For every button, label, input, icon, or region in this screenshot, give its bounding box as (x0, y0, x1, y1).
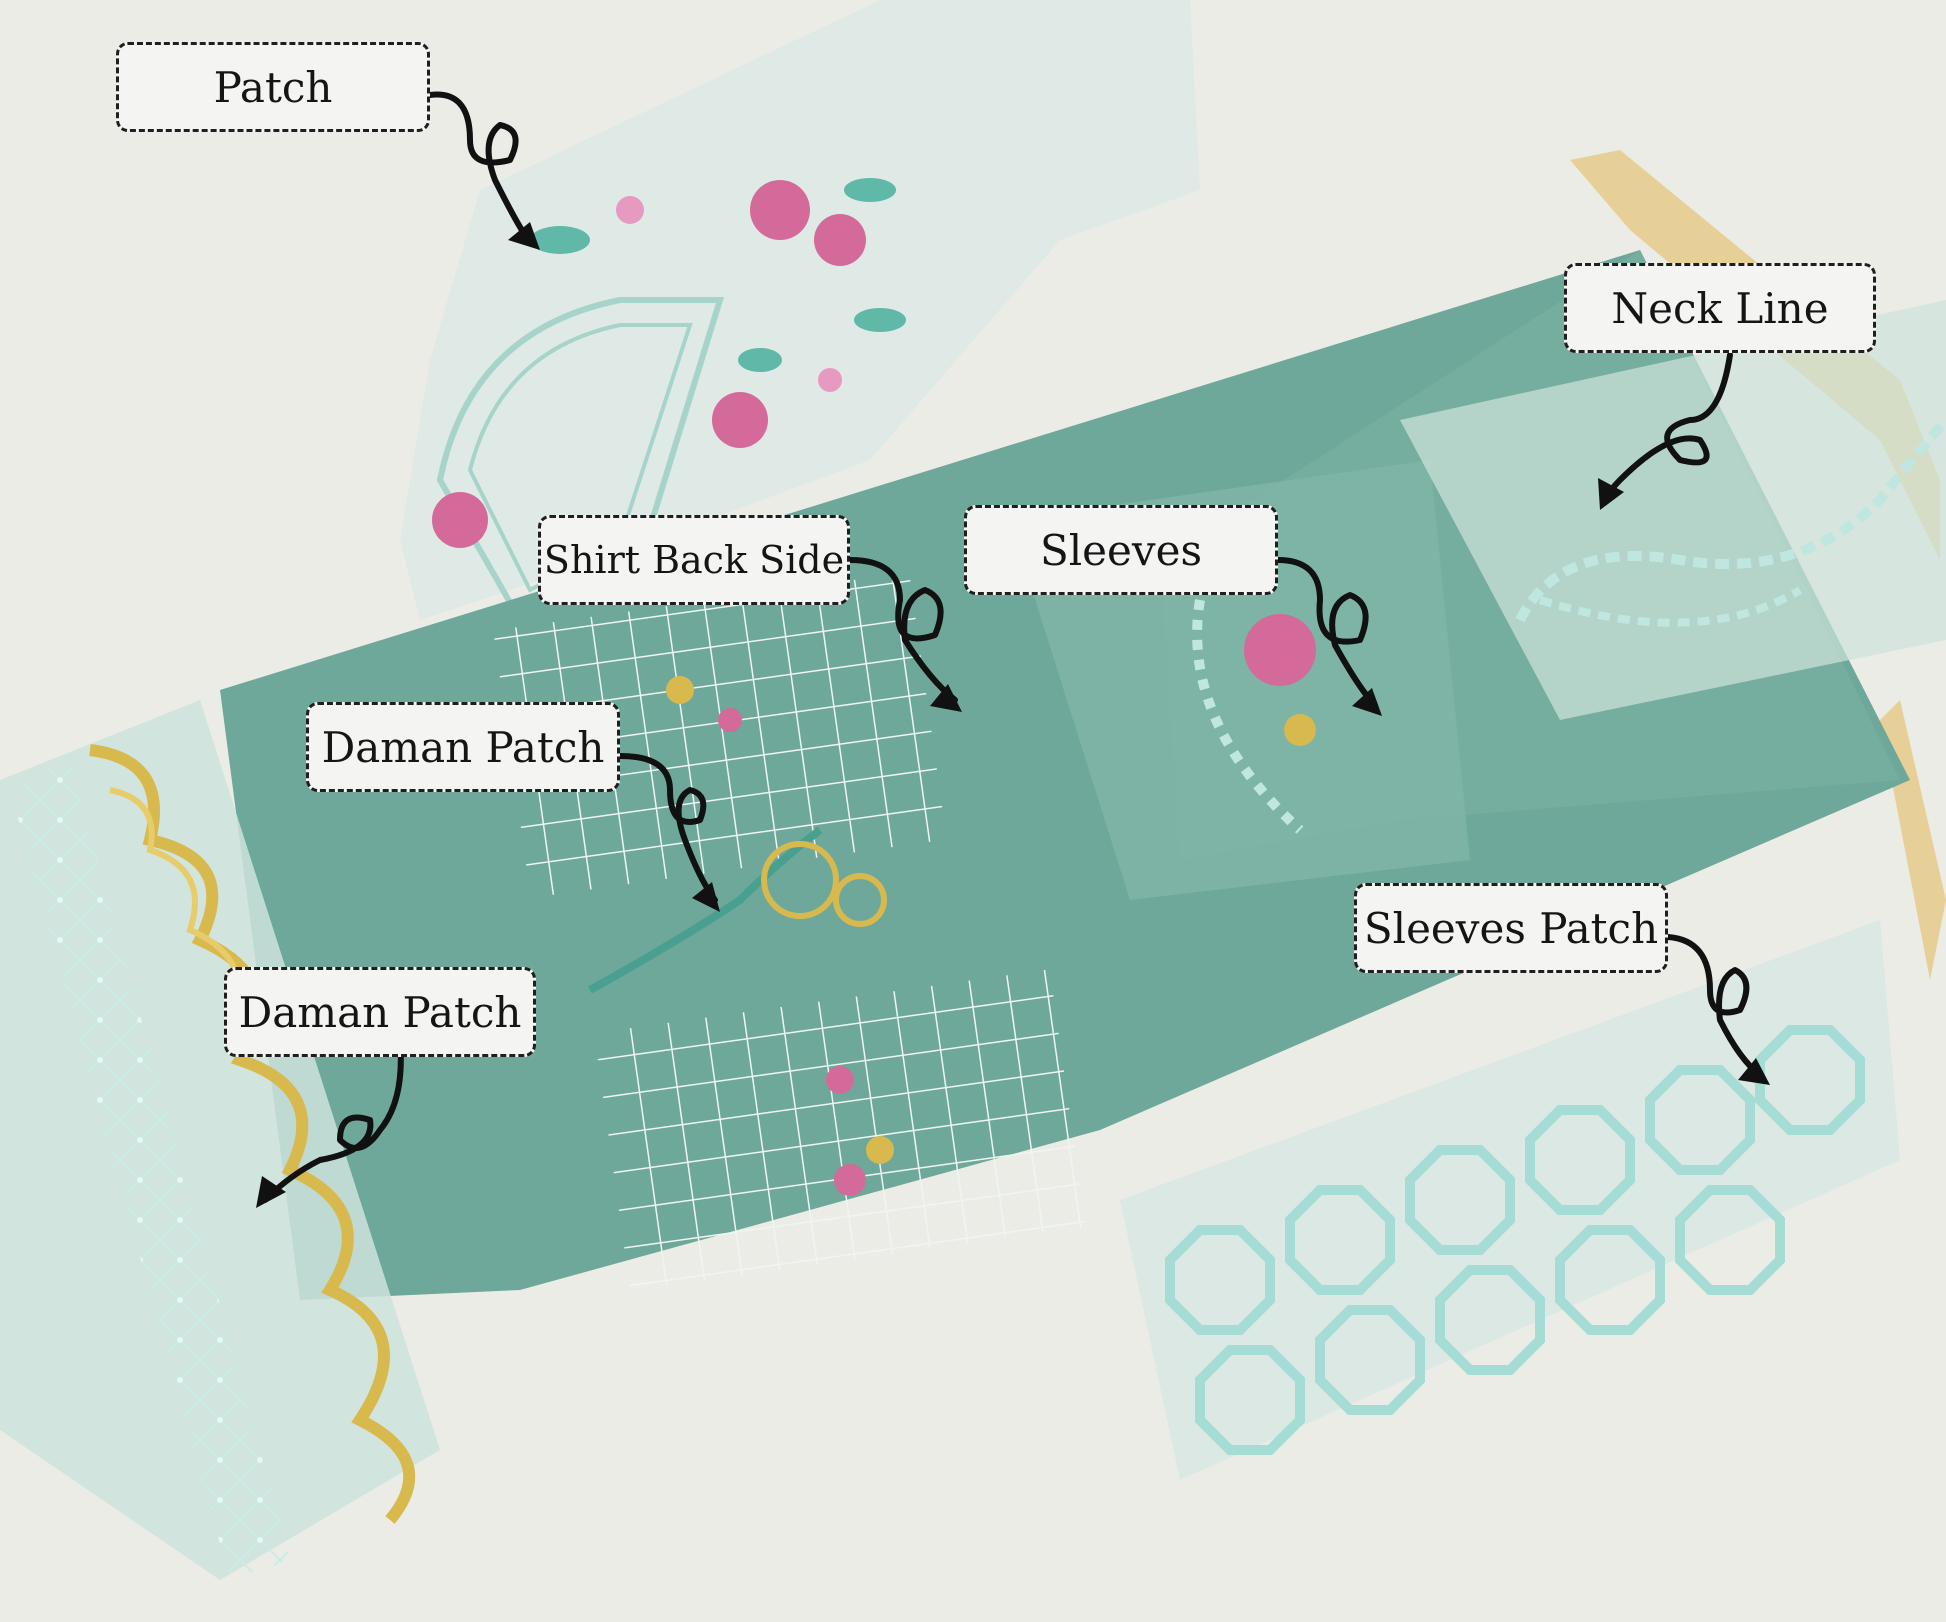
arrow-daman-bottom (262, 1037, 404, 1203)
arrow-sleeves (1275, 557, 1378, 708)
shirt-back-embroidery (493, 572, 1086, 1291)
arrow-neck-line (1602, 352, 1733, 503)
label-shirt-back-side: Shirt Back Side (538, 515, 850, 605)
daman-organza-strip (0, 700, 440, 1580)
label-sleeves: Sleeves (964, 505, 1278, 595)
label-daman-patch-top: Daman Patch (306, 702, 620, 792)
arrow-daman-top (617, 753, 718, 903)
patch-flowers (432, 178, 906, 548)
sleeves-embroidery (1192, 599, 1316, 834)
arrow-shirt-back (847, 557, 958, 703)
label-daman-patch-bottom: Daman Patch (224, 967, 536, 1057)
label-sleeves-patch: Sleeves Patch (1354, 883, 1668, 973)
label-patch: Patch (116, 42, 430, 132)
neck-line-organza (1400, 300, 1946, 720)
label-neck-line: Neck Line (1564, 263, 1876, 353)
arrow-patch (427, 91, 528, 238)
organza-patch-top (400, 0, 1200, 624)
sleeves-patch-lace (1120, 920, 1900, 1480)
annotation-arrows (256, 91, 1770, 1208)
arrow-sleeves-patch (1665, 934, 1763, 1078)
